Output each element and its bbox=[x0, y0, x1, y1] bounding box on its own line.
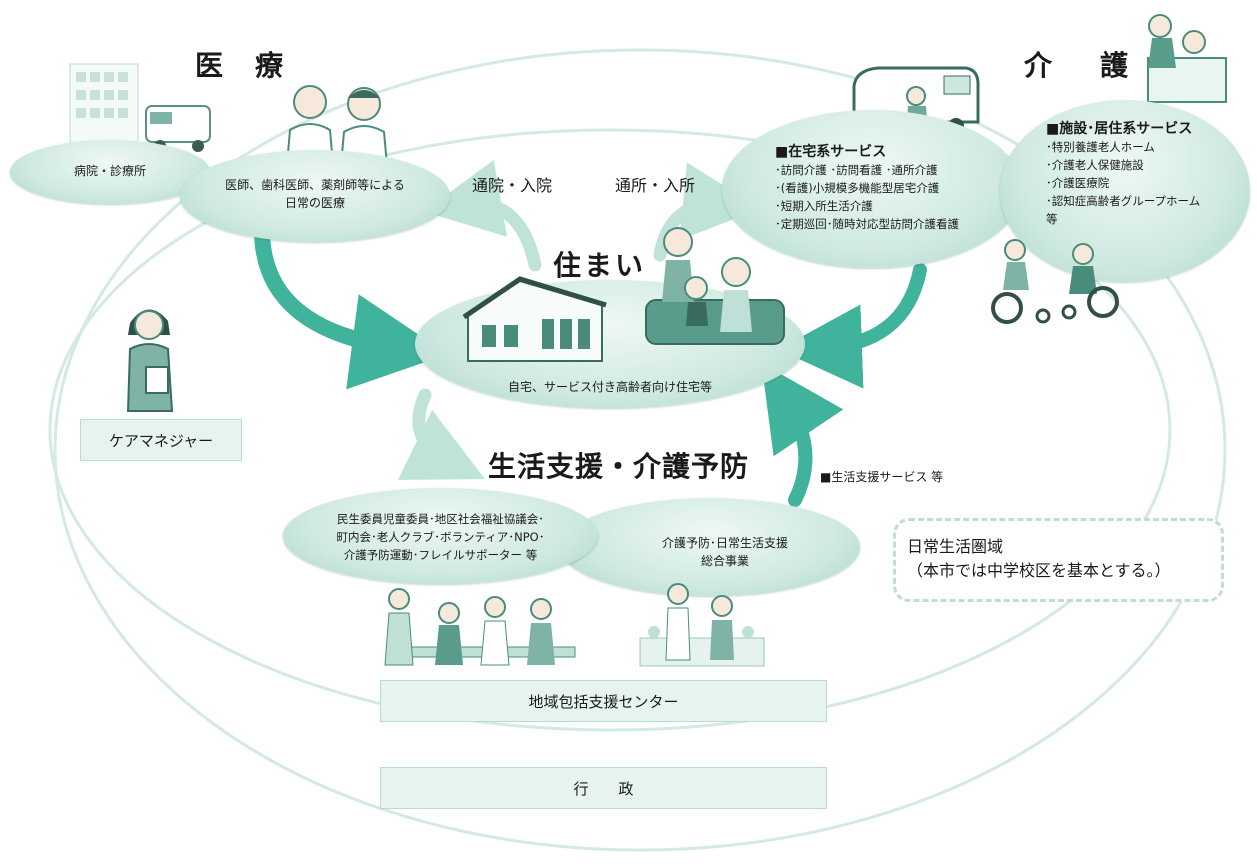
administration-box: 行 政 bbox=[380, 767, 827, 809]
arrow-housing-to-medical bbox=[423, 159, 542, 272]
house-icon bbox=[462, 276, 607, 362]
elderly-group-icon bbox=[384, 588, 576, 666]
livelihood-heading: 生活支援・介護予防 bbox=[488, 450, 750, 483]
community-text: 民生委員児童委員･地区社会福祉協議会･ 町内会･老人クラブ･ボランティア･NPO… bbox=[283, 510, 598, 564]
daily-area-text: 日常生活圏域 （本市では中学校区を基本とする。） bbox=[907, 535, 1171, 583]
facility-service-item: 等 bbox=[1046, 212, 1058, 226]
support-center-box: 地域包括支援センター bbox=[380, 680, 827, 722]
medical-heading: 医 療 bbox=[195, 49, 286, 82]
home-services-list: ■在宅系サービス ･訪問介護 ･訪問看護 ･通所介護 ･(看護)小規模多機能型居… bbox=[775, 143, 959, 233]
outer-ring bbox=[53, 48, 1227, 852]
care-manager-box: ケアマネジャー bbox=[80, 419, 242, 461]
family-icon bbox=[645, 227, 785, 345]
care-manager-icon bbox=[126, 309, 174, 412]
arrow-care-to-housing bbox=[778, 263, 927, 389]
daily-medical-line2: 日常の医療 bbox=[284, 196, 345, 210]
daily-medical-bubble bbox=[180, 150, 450, 242]
inner-ring bbox=[48, 128, 1172, 732]
housing-caption: 自宅、サービス付き高齢者向け住宅等 bbox=[507, 380, 712, 394]
daily-area-title: 日常生活圏域 bbox=[907, 537, 1004, 556]
community-bubble bbox=[283, 488, 598, 584]
home-service-item: ･訪問介護 ･訪問看護 ･通所介護 bbox=[775, 163, 938, 177]
home-service-item: ･(看護)小規模多機能型居宅介護 bbox=[775, 181, 940, 195]
facility-service-item: ･介護老人保健施設 bbox=[1046, 158, 1144, 172]
livelihood-services-note: ■生活支援サービス 等 bbox=[820, 470, 944, 484]
home-services-title: ■在宅系サービス bbox=[775, 144, 887, 160]
program-line1: 介護予防･日常生活支援 bbox=[661, 536, 788, 550]
facility-service-item: ･介護医療院 bbox=[1046, 176, 1110, 190]
community-line: 民生委員児童委員･地区社会福祉協議会･ bbox=[337, 512, 544, 526]
facility-services-title: ■施設･居住系サービス bbox=[1046, 121, 1193, 137]
facility-services-list: ■施設･居住系サービス ･特別養護老人ホーム ･介護老人保健施設 ･介護医療院 … bbox=[1046, 120, 1200, 228]
community-line: 介護予防運動･フレイルサポーター 等 bbox=[343, 548, 538, 562]
arrow-housing-to-care bbox=[653, 162, 761, 262]
facility-services-bubble bbox=[1000, 100, 1250, 282]
home-services-bubble bbox=[722, 110, 1022, 268]
daily-area-box bbox=[893, 518, 1224, 602]
hospital-icon bbox=[69, 63, 211, 152]
flow-to-facility: 通所・入所 bbox=[615, 176, 696, 195]
bath-care-icon bbox=[1147, 14, 1227, 103]
daily-medical-text: 医師、歯科医師、薬剤師等による 日常の医療 bbox=[180, 176, 450, 212]
care-heading: 介 護 bbox=[1024, 49, 1139, 82]
wheelchair-users-icon bbox=[991, 239, 1119, 324]
home-service-item: ･定期巡回･随時対応型訪問介護看護 bbox=[775, 217, 959, 231]
home-service-item: ･短期入所生活介護 bbox=[775, 199, 873, 213]
hospital-label: 病院・診療所 bbox=[73, 164, 146, 178]
flow-to-hospital: 通院・入院 bbox=[472, 176, 553, 195]
program-text: 介護予防･日常生活支援 総合事業 bbox=[600, 534, 850, 570]
hospital-bubble bbox=[10, 140, 210, 204]
program-bubble bbox=[560, 498, 860, 596]
facility-service-item: ･認知症高齢者グループホーム bbox=[1046, 194, 1201, 208]
community-line: 町内会･老人クラブ･ボランティア･NPO･ bbox=[336, 530, 545, 544]
gardening-icon bbox=[639, 583, 765, 667]
facility-service-item: ･特別養護老人ホーム bbox=[1046, 140, 1155, 154]
arrow-housing-to-livelihood bbox=[397, 388, 486, 480]
program-line2: 総合事業 bbox=[700, 554, 749, 568]
arrow-livelihood-to-housing bbox=[761, 363, 844, 507]
daily-area-note: （本市では中学校区を基本とする。） bbox=[907, 561, 1171, 580]
arrow-medical-to-housing bbox=[254, 222, 448, 390]
daily-medical-line1: 医師、歯科医師、薬剤師等による bbox=[225, 178, 405, 192]
housing-heading: 住まい bbox=[553, 249, 647, 282]
